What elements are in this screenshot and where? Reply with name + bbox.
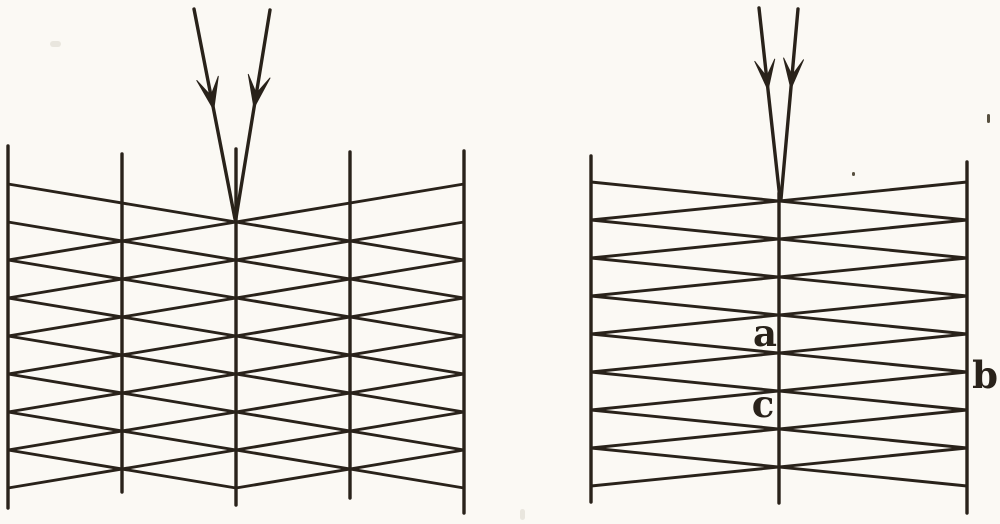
arrow-shaft [192,7,237,221]
lattice-graphics [6,6,990,520]
scan-speck [520,509,525,520]
label-b: b [972,353,998,397]
arrowhead [783,57,804,90]
incident-ray-arrow [192,7,237,221]
arrow-shaft [757,6,782,201]
arrow-shaft [234,8,272,220]
incident-ray-arrow [754,6,782,201]
label-c: c [752,382,775,426]
scan-speck [50,41,61,47]
arrow-shaft [779,7,800,201]
left-reflection-lattice [6,7,466,515]
label-a: a [753,311,777,355]
scan-speck [987,114,990,123]
incident-ray-arrow [779,7,804,201]
incident-ray-arrow [234,8,272,220]
arrowhead [247,73,271,109]
scan-speck [852,172,855,176]
right-reflection-lattice [589,6,969,515]
arrowhead [196,75,219,111]
arrowhead [754,58,776,91]
